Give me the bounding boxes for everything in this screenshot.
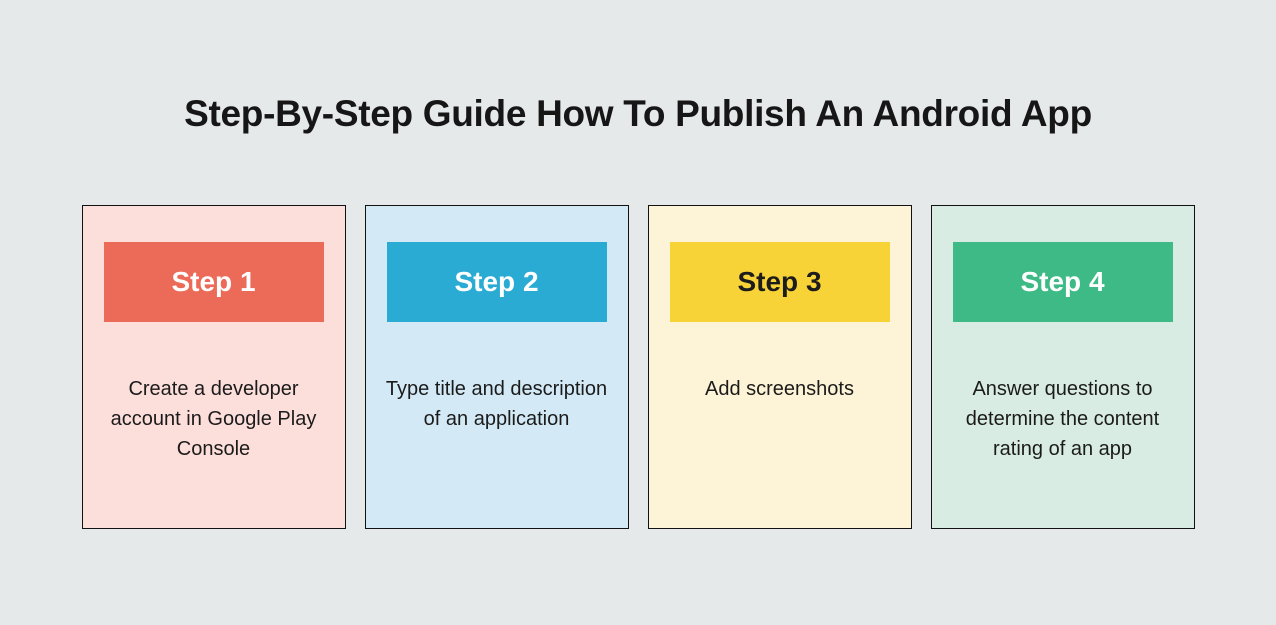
step-1-description: Create a developer account in Google Pla… <box>110 378 317 460</box>
step-card-4: Step 4 Answer questions to determine the… <box>930 205 1195 529</box>
step-2-description: Type title and description of an applica… <box>385 378 608 430</box>
step-4-header-badge: Step 4 <box>952 242 1173 322</box>
step-card-2: Step 2 Type title and description of an … <box>364 205 629 529</box>
step-4-description: Answer questions to determine the conten… <box>965 378 1160 460</box>
step-3-description: Add screenshots <box>705 378 854 400</box>
step-card-3: Step 3 Add screenshots <box>647 205 912 529</box>
steps-row: Step 1 Create a developer account in Goo… <box>0 205 1276 529</box>
step-2-header-badge: Step 2 <box>386 242 607 322</box>
step-3-header-badge: Step 3 <box>669 242 890 322</box>
page-title: Step-By-Step Guide How To Publish An And… <box>184 93 1092 134</box>
step-card-1: Step 1 Create a developer account in Goo… <box>81 205 346 529</box>
step-1-header-badge: Step 1 <box>103 242 324 322</box>
